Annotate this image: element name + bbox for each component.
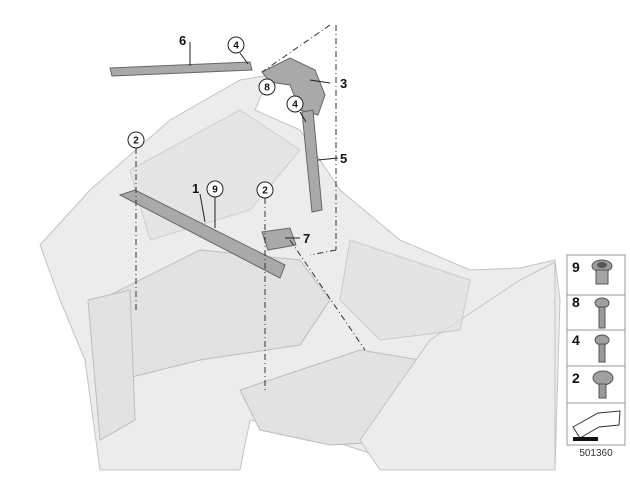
callout-2-left: 2 <box>133 136 139 147</box>
callout-circle <box>258 78 276 96</box>
legend-label-9: 9 <box>572 259 580 275</box>
callout-4-top: 4 <box>233 41 239 52</box>
callout-5: 5 <box>340 151 347 166</box>
part-1-beam <box>118 189 286 279</box>
callout-8: 8 <box>264 83 270 94</box>
fastener-legend: 9 8 4 2 501360 <box>566 254 626 459</box>
legend-label-4: 4 <box>572 332 580 348</box>
hex-flange-bolt-icon <box>592 370 614 399</box>
callout-2-center: 2 <box>262 186 268 197</box>
highlighted-parts <box>109 57 326 279</box>
flange-bolt-long-icon <box>594 297 610 329</box>
callouts: 6 4 8 3 4 5 2 1 9 2 7 <box>127 33 347 246</box>
assembly-lines <box>135 24 366 390</box>
car-body-structure <box>39 74 561 471</box>
legend-label-2: 2 <box>572 370 580 386</box>
part-5-strut <box>301 109 323 213</box>
legend-label-8: 8 <box>572 294 580 310</box>
collar-nut-icon <box>591 259 613 285</box>
callout-7: 7 <box>303 231 310 246</box>
callout-9: 9 <box>212 185 218 196</box>
part-6-strut <box>109 61 253 77</box>
callout-circle <box>127 131 145 149</box>
callout-leaders <box>189 42 339 239</box>
part-7-bracket <box>261 227 297 251</box>
direction-arrow-icon <box>572 410 621 441</box>
callout-circle <box>286 95 304 113</box>
callout-circle <box>206 180 224 198</box>
part-3-bracket <box>261 57 326 116</box>
callout-6: 6 <box>179 33 186 48</box>
callout-3: 3 <box>340 76 347 91</box>
diagram-number: 501360 <box>579 448 613 459</box>
callout-4-mid: 4 <box>292 100 298 111</box>
flange-bolt-icon <box>594 334 610 363</box>
callout-1: 1 <box>192 181 199 196</box>
callout-circle <box>256 181 274 199</box>
callout-circle <box>227 36 245 54</box>
